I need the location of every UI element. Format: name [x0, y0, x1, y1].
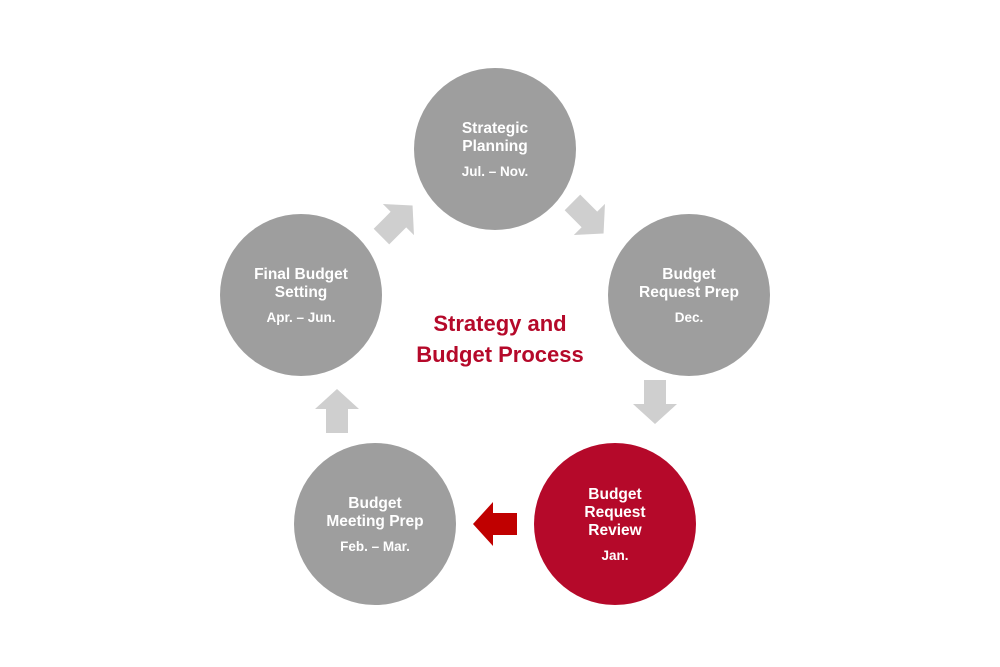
stage-title-line: Setting: [274, 283, 328, 301]
stage-title-line: Request: [584, 503, 646, 521]
stage-title-line: Budget: [348, 494, 402, 512]
stage-title-line: Request Prep: [639, 283, 739, 301]
stage-dates: Jul. – Nov.: [461, 163, 529, 179]
stage-title-line: Budget: [588, 485, 642, 503]
arrow-down-icon: [633, 380, 677, 424]
stage-title-line: Budget: [662, 265, 716, 283]
stage-title-line: Final Budget: [254, 265, 348, 283]
arrow-right-down-icon: [564, 194, 605, 235]
stage-title-line: Review: [588, 521, 642, 539]
stage-final-budget-setting: Final Budget Setting Apr. – Jun.: [220, 214, 382, 376]
stage-title-line: Planning: [462, 137, 528, 155]
arrow-right-up-icon: [373, 204, 414, 245]
stage-title-line: Strategic: [461, 119, 529, 137]
stage-dates: Dec.: [674, 309, 704, 325]
stage-dates: Apr. – Jun.: [266, 309, 336, 325]
diagram-title: Strategy and Budget Process: [360, 308, 640, 370]
stage-budget-request-review: Budget Request Review Jan.: [534, 443, 696, 605]
diagram-title-line: Budget Process: [416, 342, 584, 367]
stage-dates: Jan.: [601, 547, 629, 563]
arrow-left-icon: [473, 502, 517, 546]
arrow-up-icon: [315, 389, 359, 433]
diagram-title-line: Strategy and: [433, 311, 567, 336]
stage-title-line: Meeting Prep: [326, 512, 424, 530]
stage-budget-meeting-prep: Budget Meeting Prep Feb. – Mar.: [294, 443, 456, 605]
stage-dates: Feb. – Mar.: [340, 538, 410, 554]
stage-budget-request-prep: Budget Request Prep Dec.: [608, 214, 770, 376]
stage-strategic-planning: Strategic Planning Jul. – Nov.: [414, 68, 576, 230]
